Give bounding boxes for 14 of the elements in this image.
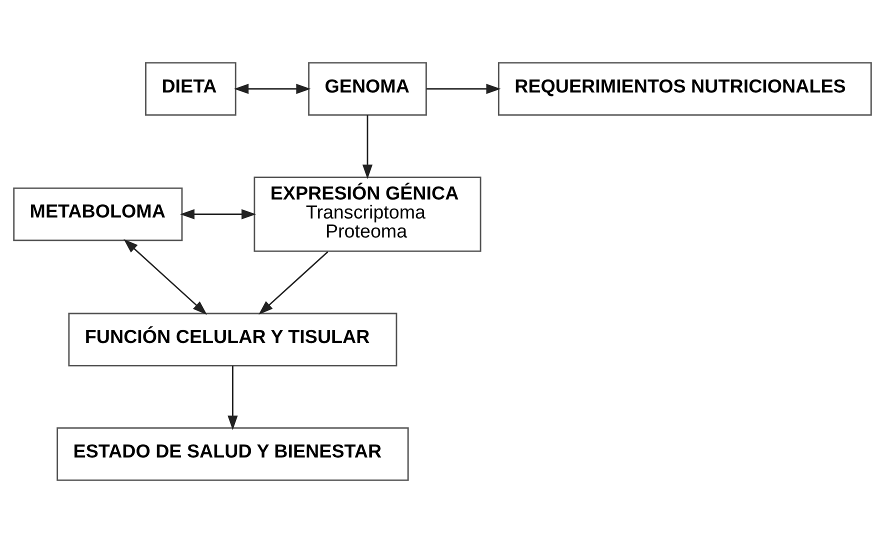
arrow [234,84,311,94]
arrow [362,115,373,180]
arrow [180,209,256,220]
arrow [258,251,328,315]
node-box: FUNCIÓN CELULAR Y TISULAR [68,312,398,366]
arrow [124,239,208,315]
node-box: ESTADO DE SALUD Y BIENESTAR [56,427,409,481]
arrow [426,84,501,94]
node-box: GENOMA [308,62,427,116]
node-box: REQUERIMIENTOS NUTRICIONALES [498,62,872,116]
arrow [228,366,238,430]
node-box: EXPRESIÓN GÉNICA Transcriptoma Proteoma [254,176,482,252]
node-box: METABOLOMA [13,187,183,242]
node-box: DIETA [145,62,236,116]
